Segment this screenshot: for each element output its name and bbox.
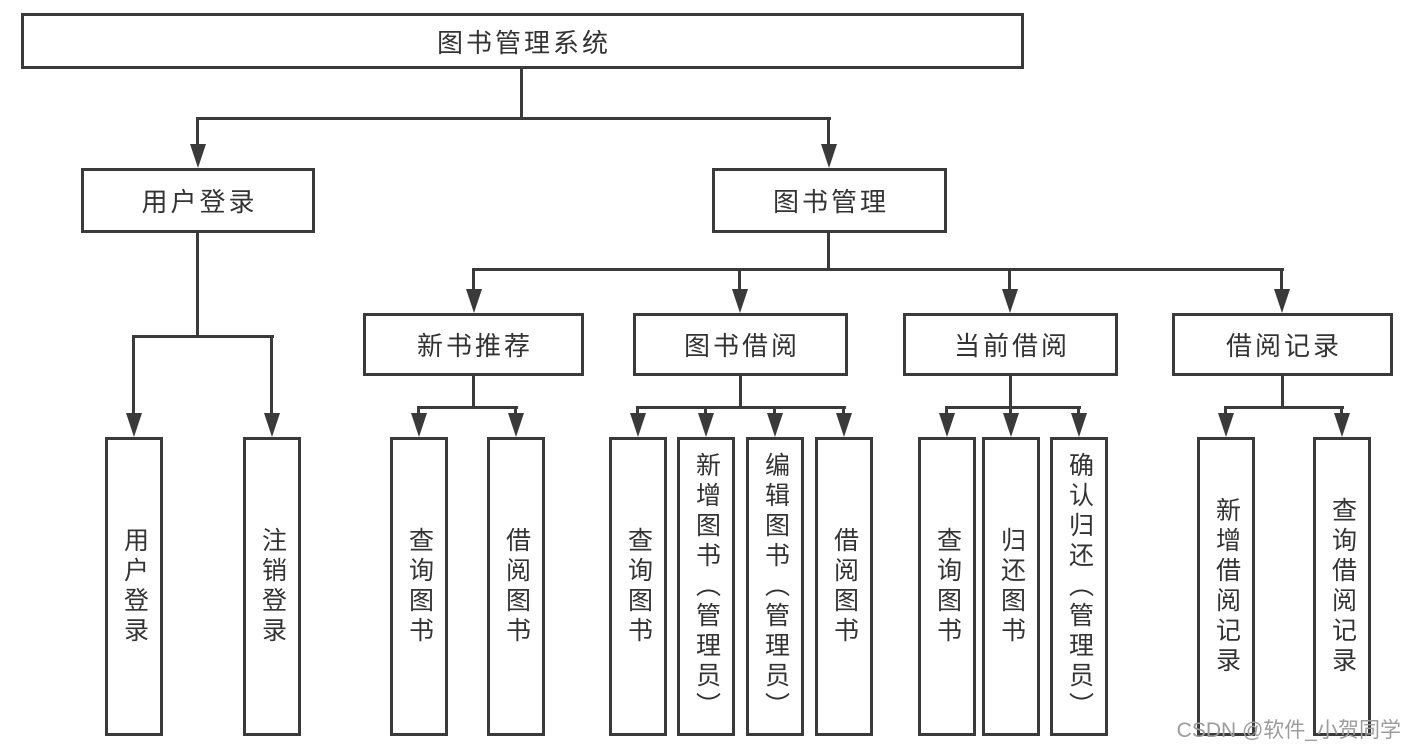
node-user-login: 用户登录 [81, 168, 315, 233]
down-arrow-icon [1001, 268, 1018, 313]
leaf-query-borrow-record: 查询借阅记录 [1313, 437, 1371, 736]
down-arrow-icon [1217, 406, 1234, 437]
down-arrow-icon [697, 406, 714, 437]
leaf-user-login: 用户登录 [105, 437, 163, 736]
down-arrow-icon [629, 406, 646, 437]
connector-user-login-rail [132, 335, 274, 338]
leaf-add-book-admin: 新增图书（管理员） [677, 437, 735, 736]
down-arrow-icon [507, 406, 524, 437]
connector-new-book-stem [472, 375, 475, 408]
down-arrow-icon [1333, 406, 1350, 437]
connector-user-login-stem [196, 232, 199, 337]
down-arrow-icon [766, 406, 783, 437]
node-library-management-system: 图书管理系统 [21, 13, 1024, 69]
down-arrow-icon [1002, 406, 1019, 437]
connector-book-management-stem [827, 232, 830, 270]
connector-book-borrowing-rail [636, 406, 846, 409]
down-arrow-icon [1070, 406, 1087, 437]
down-arrow-icon [125, 335, 142, 437]
node-book-management: 图书管理 [712, 168, 947, 233]
down-arrow-icon [1273, 268, 1290, 313]
connector-new-book-rail [417, 406, 518, 409]
node-book-borrowing: 图书借阅 [633, 313, 848, 376]
connector-borrowing-records-rail [1224, 406, 1344, 409]
leaf-logout: 注销登录 [243, 437, 301, 736]
leaf-borrow-books-borrowing: 借阅图书 [815, 437, 873, 736]
connector-root-stem [520, 69, 523, 120]
down-arrow-icon [731, 268, 748, 313]
down-arrow-icon [465, 268, 482, 313]
connector-book-management-rail [472, 268, 1284, 271]
down-arrow-icon [189, 117, 206, 168]
leaf-query-books-recommend: 查询图书 [390, 437, 448, 736]
node-new-book-recommendation: 新书推荐 [363, 313, 584, 376]
node-borrowing-records: 借阅记录 [1172, 313, 1393, 376]
down-arrow-icon [820, 117, 837, 168]
connector-borrowing-records-stem [1281, 375, 1284, 408]
down-arrow-icon [938, 406, 955, 437]
connector-current-borrowing-rail [945, 406, 1081, 409]
connector-root-rail [197, 117, 831, 120]
down-arrow-icon [835, 406, 852, 437]
down-arrow-icon [263, 335, 280, 437]
leaf-query-books-borrowing: 查询图书 [609, 437, 667, 736]
connector-book-borrowing-stem [739, 375, 742, 408]
leaf-return-books: 归还图书 [982, 437, 1040, 736]
down-arrow-icon [410, 406, 427, 437]
leaf-query-books-current: 查询图书 [918, 437, 976, 736]
leaf-borrow-books-recommend: 借阅图书 [487, 437, 545, 736]
leaf-edit-book-admin: 编辑图书（管理员） [746, 437, 804, 736]
connector-current-borrowing-stem [1009, 375, 1012, 408]
csdn-watermark: CSDN @软件_小贺同学 [1176, 719, 1401, 742]
leaf-confirm-return-admin: 确认归还（管理员） [1050, 437, 1108, 736]
leaf-add-borrow-record: 新增借阅记录 [1197, 437, 1255, 736]
node-current-borrowing: 当前借阅 [903, 313, 1118, 376]
